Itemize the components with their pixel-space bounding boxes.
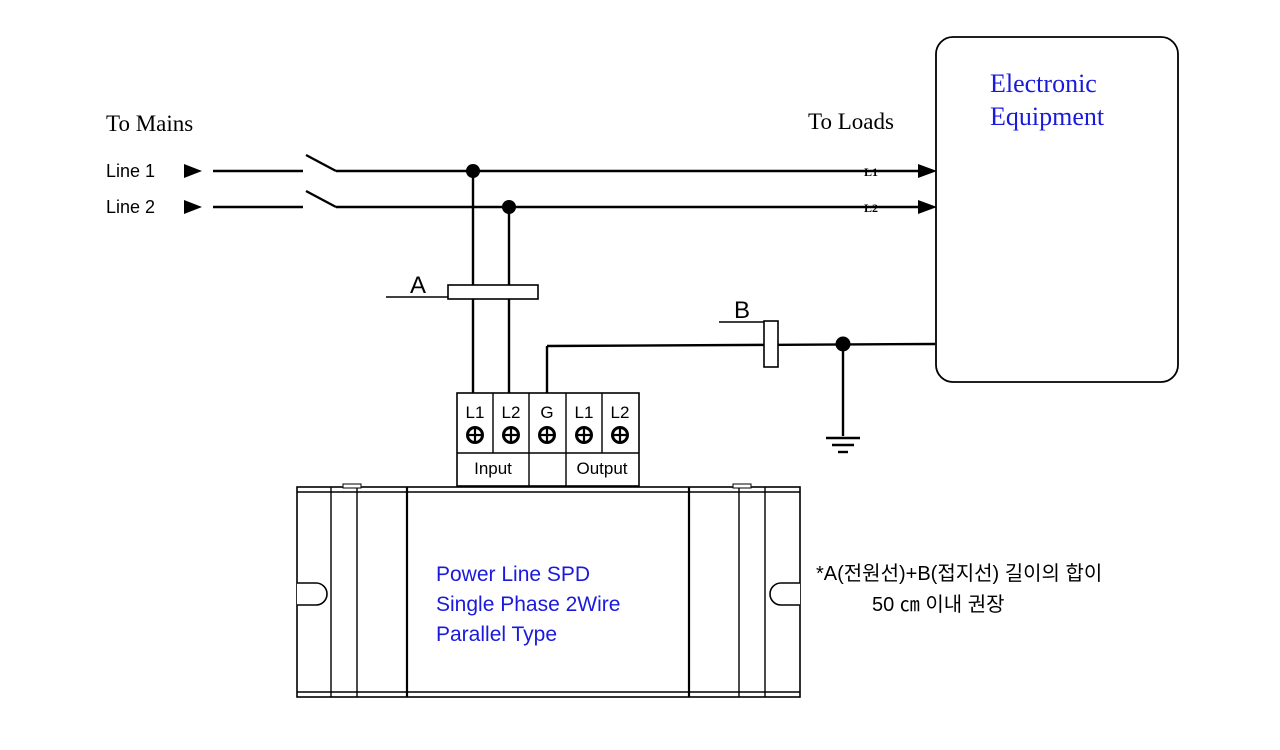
label-a: A (410, 272, 426, 299)
terminal-label-input-l2: L2 (502, 403, 521, 422)
measure-a (386, 284, 539, 300)
ground-wire (545, 342, 936, 393)
terminal-label-output-l2: L2 (611, 403, 630, 422)
ground-icon (826, 436, 860, 454)
spd-title-line1: Power Line SPD (436, 563, 590, 586)
spd-title-line3: Parallel Type (436, 623, 557, 646)
input-group-label: Input (474, 459, 512, 478)
screw-icon (538, 426, 556, 444)
electronic-equipment-box (935, 36, 1179, 383)
output-group-label: Output (576, 459, 627, 478)
line1-wire (213, 153, 918, 173)
terminal-label-output-l1: L1 (575, 403, 594, 422)
label-b: B (734, 297, 750, 324)
line2-wire (213, 189, 918, 209)
screw-icon (575, 426, 593, 444)
terminal-label-ground: G (540, 403, 553, 422)
equipment-title-line1: Electronic (990, 69, 1097, 98)
terminal-label-input-l1: L1 (466, 403, 485, 422)
line2-arrow-icon (184, 200, 202, 214)
to-loads-label: To Loads (808, 109, 894, 134)
screw-icon (466, 426, 484, 444)
l2-load-arrow-icon (918, 200, 937, 214)
line1-arrow-icon (184, 164, 202, 178)
to-mains-label: To Mains (106, 111, 193, 136)
spd-title-line2: Single Phase 2Wire (436, 593, 620, 616)
l2-output-label: L2 (864, 201, 878, 215)
spd-housing (296, 483, 801, 698)
note-line2: 50 ㎝ 이내 권장 (872, 593, 1005, 616)
l1-output-label: L1 (864, 165, 878, 179)
screw-icon (611, 426, 629, 444)
measure-b (719, 320, 779, 368)
line1-label: Line 1 (106, 161, 155, 181)
equipment-title-line2: Equipment (990, 102, 1105, 131)
line2-label: Line 2 (106, 197, 155, 217)
screw-icon (502, 426, 520, 444)
l1-load-arrow-icon (918, 164, 937, 178)
note-line1: *A(전원선)+B(접지선) 길이의 합이 (816, 562, 1102, 585)
